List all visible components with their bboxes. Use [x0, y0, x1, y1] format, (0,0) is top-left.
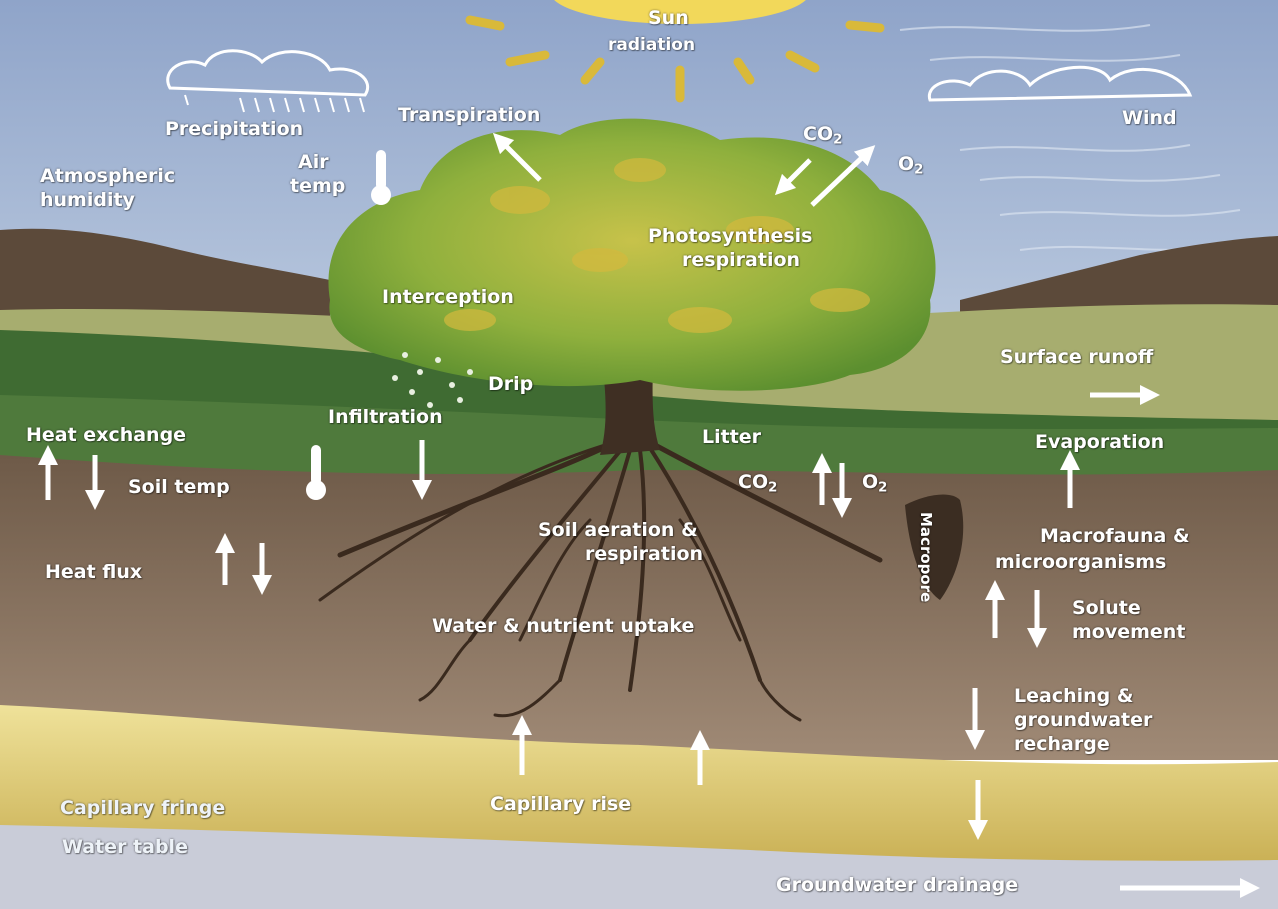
atmospheric-humidity-label-line1: Atmospheric	[40, 164, 175, 188]
wind-label: Wind	[1122, 106, 1177, 130]
air-temp-label-line1: Air	[298, 150, 329, 174]
drip-label: Drip	[488, 372, 533, 396]
soil-aeration-label-line2: respiration	[585, 542, 703, 566]
respiration-top-label: respiration	[682, 248, 800, 272]
water-table-label: Water table	[62, 835, 188, 859]
co2-soil-label: CO2	[738, 470, 777, 500]
atmospheric-humidity-label-line2: humidity	[40, 188, 135, 212]
air-temp-label-line2: temp	[290, 174, 345, 198]
soil-aeration-label-line1: Soil aeration &	[538, 518, 698, 542]
radiation-label: radiation	[608, 34, 695, 56]
solute-label-line1: Solute	[1072, 596, 1141, 620]
evaporation-label: Evaporation	[1035, 430, 1164, 454]
solute-label-line2: movement	[1072, 620, 1185, 644]
infiltration-label: Infiltration	[328, 405, 443, 429]
litter-label: Litter	[702, 425, 761, 449]
capillary-rise-label: Capillary rise	[490, 792, 631, 816]
transpiration-label: Transpiration	[398, 103, 540, 127]
macropore-label: Macropore	[914, 512, 938, 602]
leaching-label-line3: recharge	[1014, 732, 1110, 756]
photosynthesis-label: Photosynthesis	[648, 224, 813, 248]
heat-exchange-label: Heat exchange	[26, 423, 186, 447]
leaching-label-line2: groundwater	[1014, 708, 1152, 732]
precipitation-label: Precipitation	[165, 117, 303, 141]
groundwater-drainage-label: Groundwater drainage	[776, 873, 1018, 897]
soil-temp-label: Soil temp	[128, 475, 230, 499]
o2-soil-label: O2	[862, 470, 887, 500]
capillary-fringe-label: Capillary fringe	[60, 796, 225, 820]
o2-top-label: O2	[898, 152, 923, 182]
sun-label: Sun	[648, 6, 689, 30]
heat-flux-label: Heat flux	[45, 560, 142, 584]
co2-top-label: CO2	[803, 122, 842, 152]
leaching-label-line1: Leaching &	[1014, 684, 1133, 708]
macrofauna-label-line1: Macrofauna &	[1040, 524, 1190, 548]
macrofauna-label-line2: microorganisms	[995, 550, 1166, 574]
interception-label: Interception	[382, 285, 514, 309]
water-uptake-label: Water & nutrient uptake	[432, 614, 694, 638]
surface-runoff-label: Surface runoff	[1000, 345, 1153, 369]
